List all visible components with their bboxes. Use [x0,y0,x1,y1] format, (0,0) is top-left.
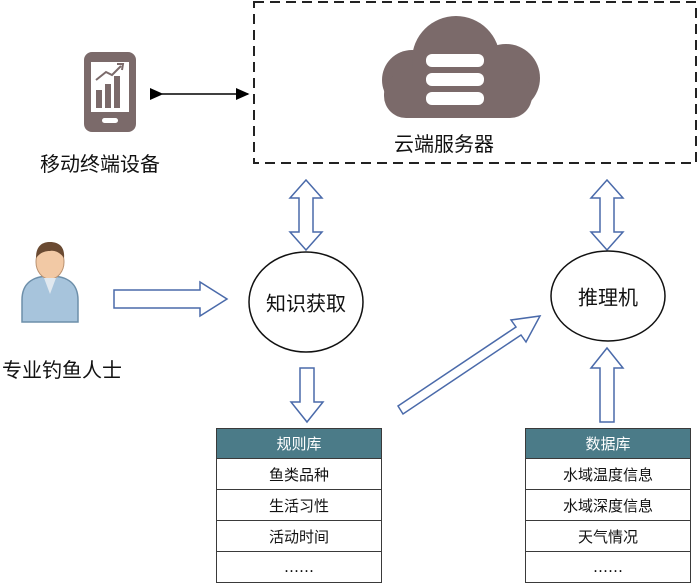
knowledge-acquisition-node [248,251,364,353]
cloud-inference-arrow [589,178,625,252]
knowledge-to-rules-arrow [289,367,325,424]
cloud-server-label: 云端服务器 [394,132,494,156]
inference-engine-node [550,250,666,342]
knowledge-acquisition-label: 知识获取 [266,291,346,316]
rule-base-row: 活动时间 [217,521,381,552]
database-to-inference-arrow [589,346,625,423]
fishing-expert-label: 专业钓鱼人士 [2,358,122,382]
person-icon [21,242,79,323]
rule-base-row: 生活习性 [217,490,381,521]
rule-base-table: 规则库 鱼类品种 生活习性 活动时间 …… [216,428,382,583]
database-row: 天气情况 [526,521,690,552]
rule-base-row: …… [284,558,314,576]
mobile-device-label: 移动终端设备 [40,152,160,176]
database-row: 水域深度信息 [526,490,690,521]
rules-to-inference-arrow [396,315,542,416]
database-table: 数据库 水域温度信息 水域深度信息 天气情况 …… [525,428,691,583]
cloud-server-icon [382,16,540,118]
database-header: 数据库 [526,429,690,459]
expert-to-knowledge-arrow [113,280,229,318]
mobile-chart-icon [84,52,136,132]
database-row: …… [593,558,623,576]
inference-engine-label: 推理机 [578,285,638,310]
rule-base-row: 鱼类品种 [217,459,381,490]
cloud-knowledge-arrow [288,178,324,252]
cloud-server-box [253,1,697,164]
rule-base-header: 规则库 [217,429,381,459]
database-row: 水域温度信息 [526,459,690,490]
